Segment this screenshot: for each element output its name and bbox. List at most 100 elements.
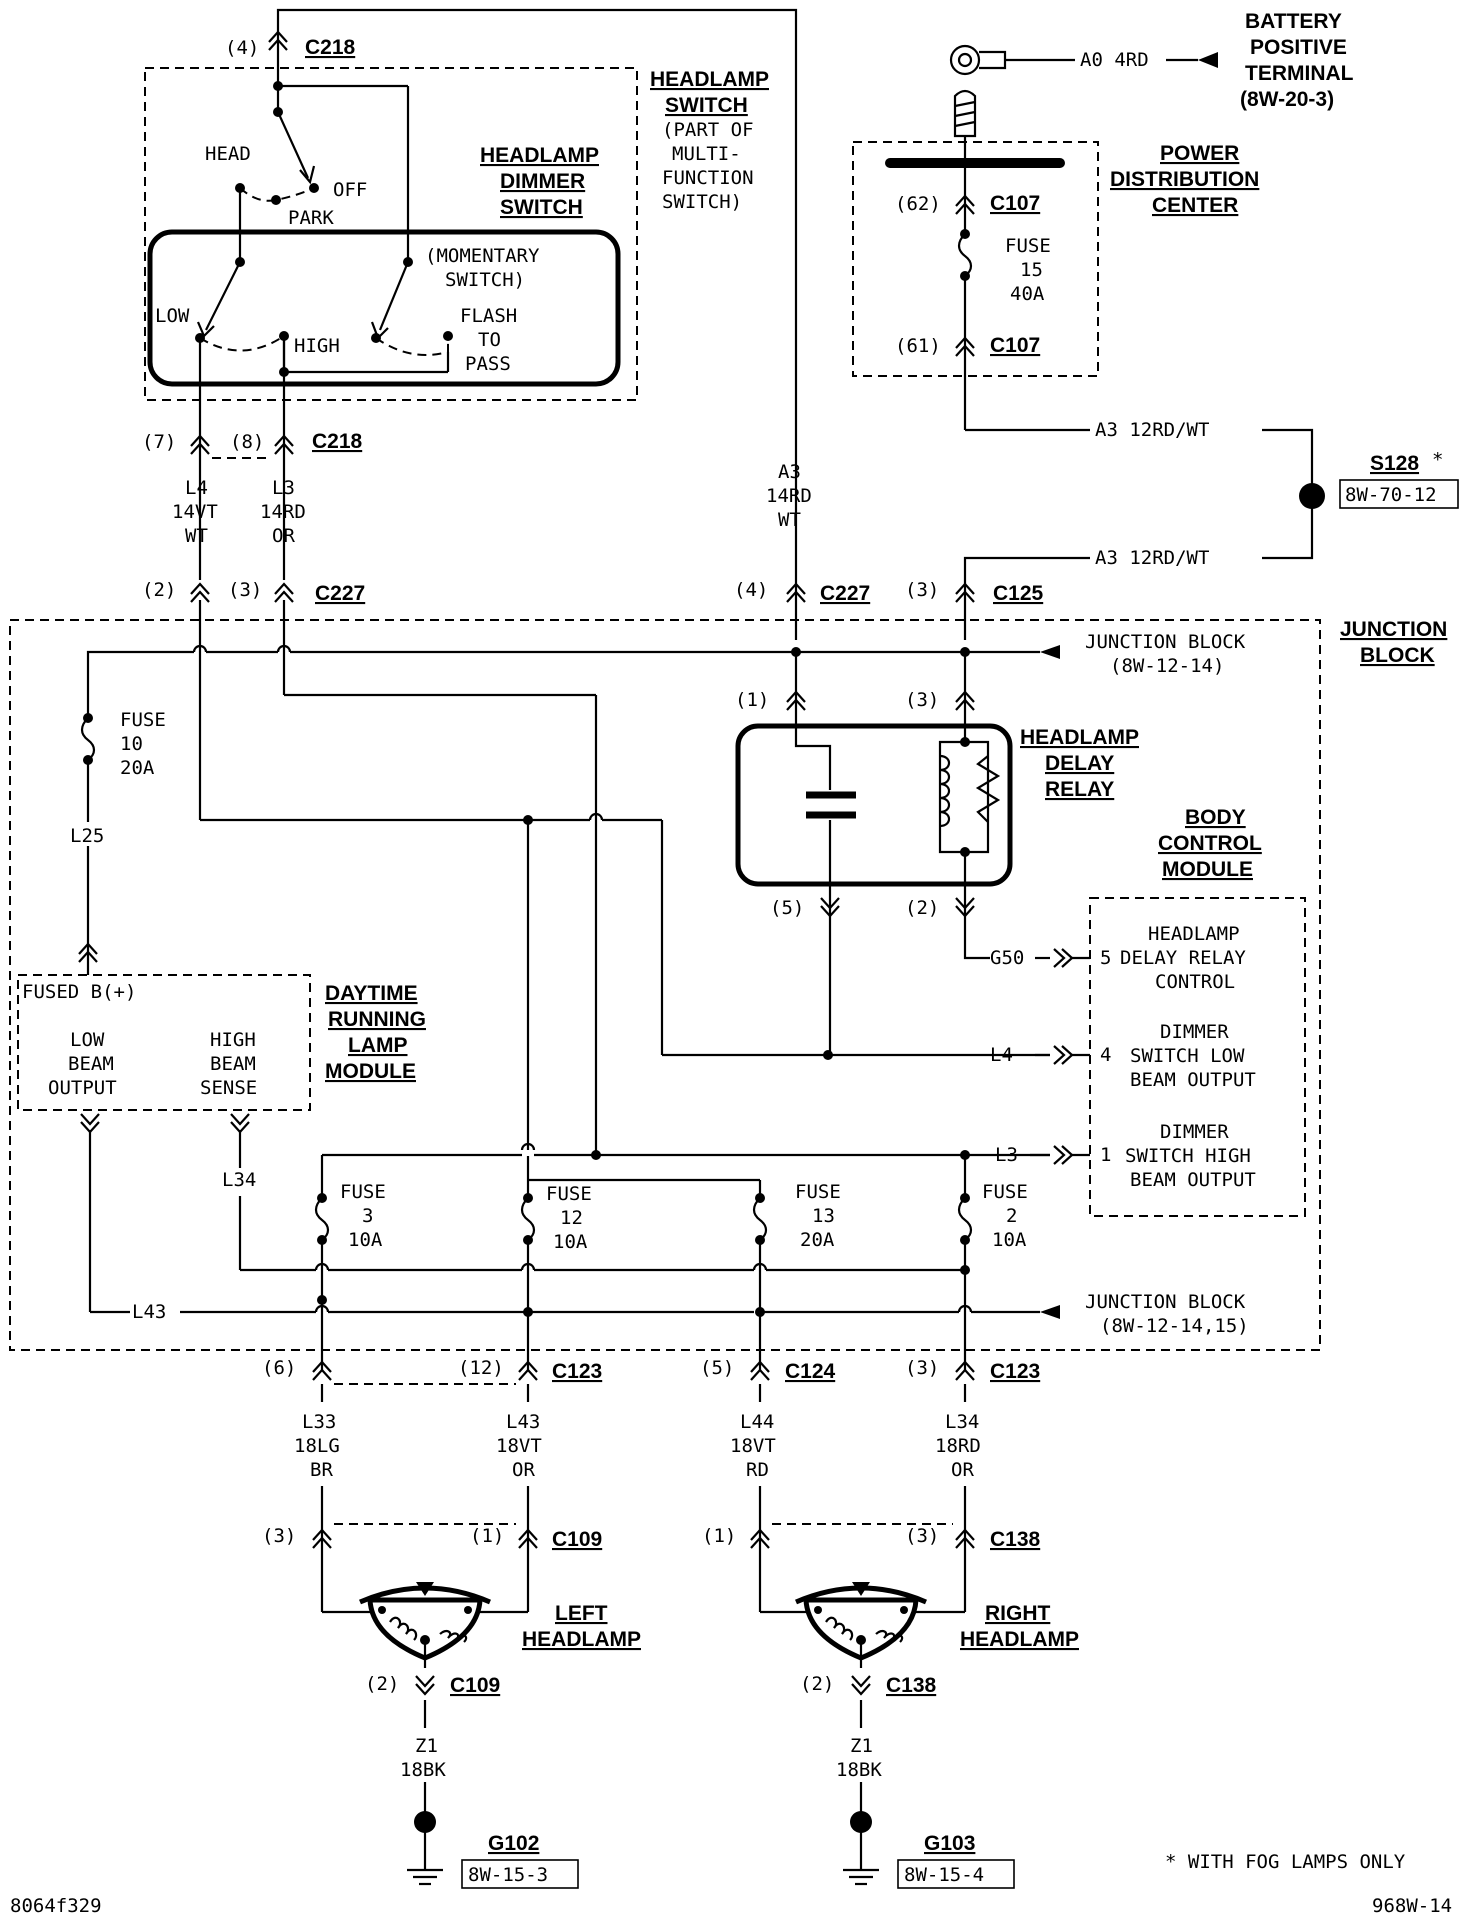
fuse12-symbol: [520, 1191, 536, 1247]
g103-ground-point: [850, 1811, 872, 1833]
drl-high-1: HIGH: [210, 1029, 256, 1051]
fuse12-label-2: 12: [560, 1207, 583, 1229]
bcm-pin5-text-2: DELAY RELAY: [1120, 947, 1246, 969]
hl-switch-title-2: SWITCH: [665, 94, 748, 117]
right-headlamp-title-1: RIGHT: [985, 1602, 1051, 1625]
flash-label-3: PASS: [465, 353, 511, 375]
bcm-pin5-num: 5: [1100, 947, 1111, 969]
l3-wire-3: OR: [272, 525, 295, 547]
c125-pin3-label: (3): [905, 579, 939, 601]
bcm-pin5-wire: G50: [990, 947, 1024, 969]
pdc-title-2: DISTRIBUTION: [1110, 168, 1259, 191]
l34-wire-3: OR: [951, 1459, 974, 1481]
relay-pin1-label: (1): [735, 689, 769, 711]
bcm-pin1-text-3: BEAM OUTPUT: [1130, 1169, 1256, 1191]
left-headlamp-title-1: LEFT: [555, 1602, 608, 1625]
c218-pin7-label: (7): [142, 431, 176, 453]
drl-l34-label: L34: [222, 1169, 256, 1191]
a3-wire-3: WT: [778, 509, 801, 531]
fuse2-label-2: 2: [1006, 1205, 1017, 1227]
battery-wire-label: A0 4RD: [1080, 49, 1149, 71]
c218-pin4-label: (4): [225, 37, 259, 59]
jb-ref1-line1: JUNCTION BLOCK: [1085, 631, 1246, 653]
c109-pin2-label: (2): [365, 1673, 399, 1695]
s128-ref: 8W-70-12: [1345, 484, 1437, 506]
drl-low-connector: [79, 1112, 101, 1134]
right-headlamp-section: (1) (3) C138 RIGHT HEADLAMP (2) C138 Z1 …: [702, 1523, 1079, 1889]
battery-title-2: POSITIVE: [1250, 36, 1347, 59]
a3-wire-upper-label: A3 12RD/WT: [1095, 419, 1209, 441]
c109-name-top: C109: [552, 1528, 602, 1551]
c227-pin2-connector: [189, 582, 211, 604]
battery-title-1: BATTERY: [1245, 10, 1342, 33]
code-right: 968W-14: [1372, 1895, 1452, 1917]
bcm-pin4-text-1: DIMMER: [1160, 1021, 1229, 1043]
fuse13-label-3: 20A: [800, 1229, 835, 1251]
bcm-title-3: MODULE: [1162, 858, 1253, 881]
c227-name-right: C227: [820, 582, 870, 605]
fuse10-label-3: 20A: [120, 757, 155, 779]
c109-pin3-label: (3): [262, 1525, 296, 1547]
c227-c125: (2) (3) C227 (4) C227 (3) C125: [142, 579, 1044, 605]
left-headlamp-title-2: HEADLAMP: [522, 1628, 641, 1651]
l43-wire-1: L43: [506, 1411, 540, 1433]
l44-wire-2: 18VT: [730, 1435, 776, 1457]
c109-pin2-connector: [414, 1674, 436, 1696]
off-label: OFF: [333, 179, 367, 201]
bcm-pin4-text-3: BEAM OUTPUT: [1130, 1069, 1256, 1091]
hl-switch-sub-1: (PART OF: [662, 119, 754, 141]
jb-title-2: BLOCK: [1360, 644, 1435, 667]
fuse2-label-1: FUSE: [982, 1181, 1028, 1203]
drl-fused-label: FUSED B(+): [22, 981, 136, 1003]
bcm-pin4-wire: L4: [990, 1044, 1013, 1066]
s128-name: S128: [1370, 452, 1419, 475]
bcm-pin1-connector: [1052, 1144, 1074, 1166]
c227-pin3-label: (3): [228, 579, 262, 601]
bcm-pin1-wire: L3: [995, 1144, 1018, 1166]
z1-left-1: Z1: [415, 1735, 438, 1757]
battery-title-3: TERMINAL: [1245, 62, 1354, 85]
bcm-title-1: BODY: [1185, 806, 1246, 829]
bcm-title-2: CONTROL: [1158, 832, 1262, 855]
c138-pin2-connector: [850, 1674, 872, 1696]
bcm-pin1-text-1: DIMMER: [1160, 1121, 1229, 1143]
jb-title-1: JUNCTION: [1340, 618, 1447, 641]
g102-ground-point: [414, 1811, 436, 1833]
drl-low-2: BEAM: [68, 1053, 114, 1075]
bcm-pin5-text-1: HEADLAMP: [1148, 923, 1240, 945]
dimmer-title-1: HEADLAMP: [480, 144, 599, 167]
g103-name: G103: [924, 1832, 975, 1855]
z1-right-1: Z1: [850, 1735, 873, 1757]
c123-pin3-label: (3): [905, 1357, 939, 1379]
fuse15-label-2: 15: [1020, 259, 1043, 281]
momentary-label-1: (MOMENTARY: [425, 245, 540, 267]
bcm-pin5-text-3: CONTROL: [1155, 971, 1235, 993]
fuse3-symbol: [314, 1191, 330, 1247]
momentary-label-2: SWITCH): [445, 269, 525, 291]
drl-high-2: BEAM: [210, 1053, 256, 1075]
c227-pin4-label: (4): [734, 579, 768, 601]
g102-ref: 8W-15-3: [468, 1864, 548, 1886]
drl-high-3: SENSE: [200, 1077, 257, 1099]
c227-pin2-label: (2): [142, 579, 176, 601]
hl-switch-sub-4: SWITCH): [662, 191, 742, 213]
high-label: HIGH: [294, 335, 340, 357]
fuse10-label-1: FUSE: [120, 709, 166, 731]
bcm-pin1-num: 1: [1100, 1144, 1111, 1166]
g102-name: G102: [488, 1832, 539, 1855]
l34-wire-2: 18RD: [935, 1435, 981, 1457]
junction-block: JUNCTION BLOCK JUNCTION BLOCK (8W-12-14)…: [9, 600, 1447, 1370]
low-label: LOW: [155, 305, 190, 327]
pdc-title-3: CENTER: [1152, 194, 1238, 217]
hl-switch-sub-2: MULTI-: [672, 143, 741, 165]
c218-name-bottom: C218: [312, 430, 363, 453]
hl-switch-title-1: HEADLAMP: [650, 68, 769, 91]
z1-left-2: 18BK: [400, 1759, 446, 1781]
c138-pin1-label: (1): [702, 1525, 736, 1547]
jb-ref2-line1: JUNCTION BLOCK: [1085, 1291, 1246, 1313]
drl-title-1: DAYTIME: [325, 982, 418, 1005]
fuse13-label-2: 13: [812, 1205, 835, 1227]
delay-relay-box: [735, 723, 1013, 887]
battery-terminal-ring: [949, 44, 981, 76]
bcm-pin4-connector: [1052, 1044, 1074, 1066]
